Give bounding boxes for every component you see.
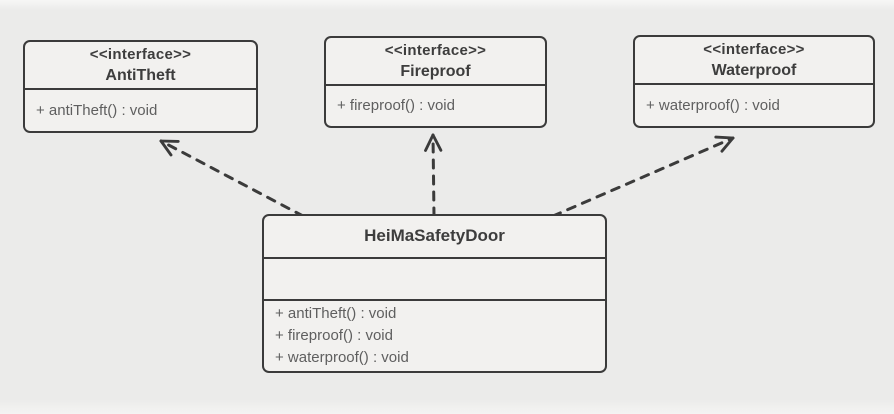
interface-name: AntiTheft — [105, 66, 176, 84]
realization-arrow-waterproof — [551, 135, 735, 218]
method-signature: + fireproof() : void — [275, 327, 393, 344]
interface-header-fireproof: <<interface>> Fireproof — [326, 38, 545, 86]
method-signature: + fireproof() : void — [337, 97, 455, 114]
interface-name: Waterproof — [711, 61, 797, 79]
class-header: HeiMaSafetyDoor — [264, 216, 605, 259]
interface-stereotype: <<interface>> — [384, 41, 487, 59]
interface-methods-fireproof: + fireproof() : void — [326, 86, 545, 126]
interface-name: Fireproof — [400, 62, 471, 80]
method-signature: + antiTheft() : void — [275, 305, 397, 322]
class-methods-compartment: + antiTheft() : void + fireproof() : voi… — [264, 301, 605, 371]
interface-methods-waterproof: + waterproof() : void — [635, 85, 873, 126]
interface-stereotype: <<interface>> — [703, 40, 805, 58]
interface-node-fireproof: <<interface>> Fireproof + fireproof() : … — [324, 36, 547, 128]
class-name: HeiMaSafetyDoor — [364, 226, 505, 246]
class-node-heimasafetydoor: HeiMaSafetyDoor + antiTheft() : void + f… — [262, 214, 607, 373]
realization-arrow-fireproof — [424, 133, 443, 218]
interface-node-waterproof: <<interface>> Waterproof + waterproof() … — [633, 35, 875, 128]
interface-header-antitheft: <<interface>> AntiTheft — [25, 42, 256, 90]
method-signature: + antiTheft() : void — [36, 101, 158, 119]
class-fields-compartment — [264, 259, 605, 301]
interface-methods-antitheft: + antiTheft() : void — [25, 90, 256, 131]
interface-stereotype: <<interface>> — [89, 45, 192, 63]
interface-header-waterproof: <<interface>> Waterproof — [635, 37, 873, 85]
method-signature: + waterproof() : void — [275, 349, 409, 366]
interface-node-antitheft: <<interface>> AntiTheft + antiTheft() : … — [23, 40, 258, 133]
realization-arrow-antitheft — [159, 139, 305, 218]
method-signature: + waterproof() : void — [646, 96, 780, 114]
